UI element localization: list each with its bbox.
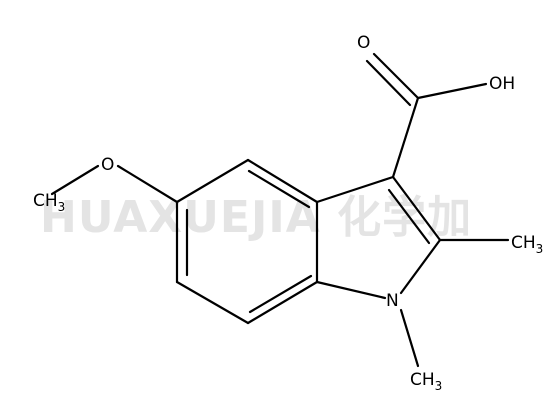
bond-c2-n1 <box>399 238 442 295</box>
label-n-methyl: CH3 <box>410 370 442 393</box>
bond-c3-c2-inner <box>387 188 431 245</box>
bond-carboxyl-oh <box>416 82 488 100</box>
bond-c7-c7a <box>246 280 319 325</box>
bond-n-methyl <box>399 308 420 368</box>
bond-c4-c5 <box>175 158 250 204</box>
label-c2-methyl-subscript: 3 <box>536 242 544 256</box>
bond-c5-ether-o <box>116 164 179 204</box>
bond-c3a-c4-inner <box>247 169 311 209</box>
label-n-methyl-subscript: 3 <box>435 379 443 393</box>
bond-carbonyl-a <box>372 52 420 100</box>
label-c2-methyl-ch: CH <box>511 233 536 253</box>
bond-c3-c2 <box>391 175 442 242</box>
bond-ether-o-ch3 <box>50 164 100 196</box>
label-methoxy-ch: CH <box>33 191 58 211</box>
label-hydroxyl: OH <box>489 74 515 94</box>
atom-label-layer: O OH O CH3 CH3 N CH3 <box>33 33 543 393</box>
bond-c3a-c4 <box>246 158 319 204</box>
label-carbonyl-oxygen: O <box>357 33 370 53</box>
label-methoxy-subscript: 3 <box>58 200 66 214</box>
bond-c3a-c3 <box>315 175 395 204</box>
bond-n1-c7a <box>315 280 387 300</box>
label-ring-nitrogen: N <box>386 291 399 311</box>
label-c2-methyl: CH3 <box>511 233 543 256</box>
label-methoxy-ch3: CH3 <box>33 191 65 214</box>
watermark-text: HUAXUEJIA 化学加 <box>40 192 472 243</box>
bond-c3-carboxyl <box>391 96 420 179</box>
label-n-methyl-ch: CH <box>410 370 435 390</box>
bond-c6-c7 <box>175 280 250 325</box>
bond-c7-c7a-inner <box>248 274 313 314</box>
bond-layer <box>50 52 510 368</box>
label-ether-oxygen: O <box>101 155 114 175</box>
bond-carbonyl-b <box>365 59 412 107</box>
